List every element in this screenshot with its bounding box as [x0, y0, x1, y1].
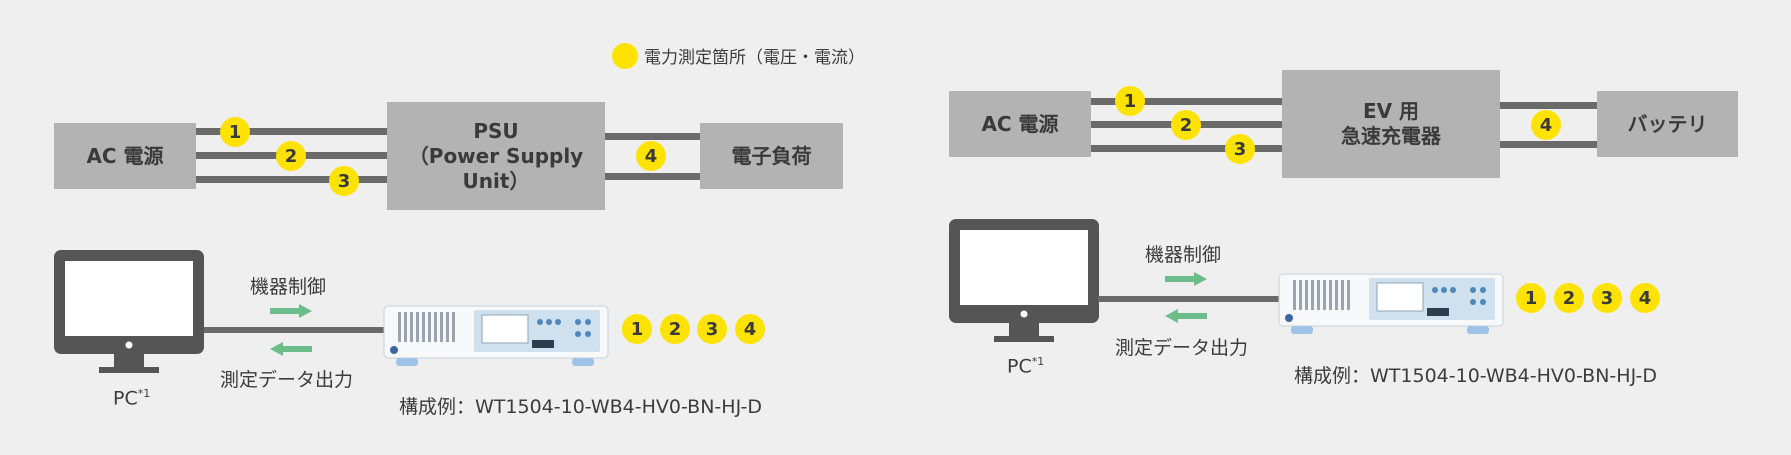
pc-footnote-mark: *1 — [1031, 355, 1045, 368]
ev-charger-subtitle: 急速充電器 — [1341, 124, 1441, 148]
ac-source-label: AC 電源 — [981, 111, 1059, 136]
pc-footnote-mark: *1 — [137, 387, 151, 400]
ac-source-box-left: AC 電源 — [54, 123, 196, 189]
device-point-2-left: 2 — [660, 314, 690, 344]
power-analyzer-icon — [383, 305, 609, 366]
arrow-left-icon — [1165, 309, 1207, 323]
wire-a-right-charger-battery — [1499, 102, 1597, 109]
config-example-right: 構成例：WT1504-10-WB4-HV0-BN-HJ-D — [1294, 365, 1657, 387]
electronic-load-label: 電子負荷 — [731, 143, 812, 168]
ev-charger-box: EV 用 急速充電器 — [1282, 70, 1500, 178]
config-example-left: 構成例：WT1504-10-WB4-HV0-BN-HJ-D — [399, 396, 762, 418]
pc-label-text: PC — [113, 387, 138, 410]
measure-point-4-left: 4 — [636, 141, 666, 171]
measure-point-2-right: 2 — [1171, 110, 1201, 140]
psu-box: PSU （Power Supply Unit） — [387, 102, 605, 210]
legend-label: 電力測定箇所（電圧・電流） — [644, 48, 865, 68]
device-point-1-right: 1 — [1516, 283, 1546, 313]
control-label-left: 機器制御 — [250, 276, 327, 298]
pc-label-left: PC*1 — [113, 387, 150, 409]
control-label-right: 機器制御 — [1145, 244, 1222, 266]
ev-charger-title: EV 用 — [1362, 99, 1420, 123]
power-analyzer-icon — [1278, 273, 1504, 334]
measure-point-1-right: 1 — [1115, 86, 1145, 116]
measure-point-4-right: 4 — [1531, 110, 1561, 140]
device-point-4-left: 4 — [735, 314, 765, 344]
pc-label-right: PC*1 — [1007, 355, 1044, 377]
electronic-load-box: 電子負荷 — [700, 123, 843, 189]
wire-b-left-psu-load — [604, 173, 700, 180]
wire-a-left-psu-load — [604, 133, 700, 140]
wire-3-right-ac-charger — [1090, 145, 1283, 152]
device-point-3-right: 3 — [1592, 283, 1622, 313]
pc-monitor-icon — [949, 219, 1099, 342]
arrow-right-icon — [270, 304, 312, 318]
legend-dot — [612, 43, 638, 69]
measure-point-3-right: 3 — [1225, 134, 1255, 164]
battery-box: バッテリ — [1597, 91, 1738, 157]
psu-title: PSU — [473, 118, 519, 143]
device-point-3-left: 3 — [697, 314, 727, 344]
ac-source-label: AC 電源 — [86, 143, 164, 168]
measure-point-3-left: 3 — [329, 166, 359, 196]
wire-1-left-ac-psu — [196, 128, 388, 135]
arrow-right-icon — [1165, 272, 1207, 286]
data-cable-right — [1098, 296, 1280, 302]
psu-subtitle: （Power Supply Unit） — [408, 143, 584, 193]
arrow-left-icon — [270, 342, 312, 356]
pc-monitor-icon — [54, 250, 204, 373]
battery-label: バッテリ — [1627, 111, 1708, 136]
device-point-1-left: 1 — [622, 314, 652, 344]
measure-point-1-left: 1 — [220, 117, 250, 147]
device-point-4-right: 4 — [1630, 283, 1660, 313]
wire-b-right-charger-battery — [1499, 141, 1597, 148]
pc-label-text: PC — [1007, 355, 1032, 378]
wire-3-left-ac-psu — [196, 176, 388, 183]
data-cable-left — [204, 327, 386, 333]
data-output-label-left: 測定データ出力 — [220, 369, 354, 391]
wire-1-right-ac-charger — [1090, 98, 1283, 105]
device-point-2-right: 2 — [1554, 283, 1584, 313]
data-output-label-right: 測定データ出力 — [1115, 337, 1249, 359]
measure-point-2-left: 2 — [276, 141, 306, 171]
ac-source-box-right: AC 電源 — [949, 91, 1091, 157]
